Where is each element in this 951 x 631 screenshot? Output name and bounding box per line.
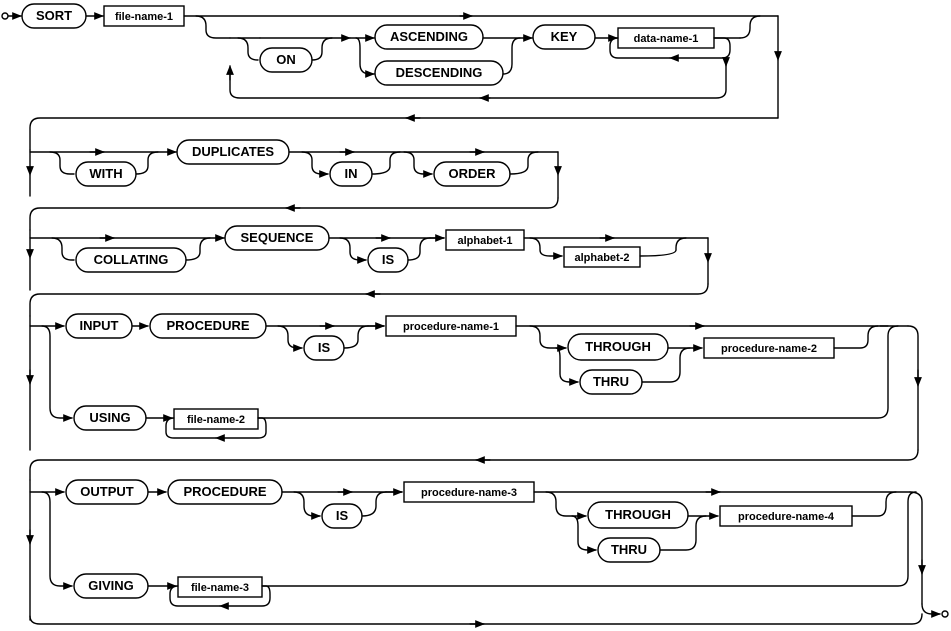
- operand-alphabet-2-label: alphabet-2: [574, 252, 629, 264]
- row-input: INPUT PROCEDURE IS procedure-name-1 THRO…: [26, 313, 922, 481]
- operand-file-name-2-label: file-name-2: [187, 414, 245, 426]
- keyword-output-label: OUTPUT: [80, 484, 134, 499]
- keyword-order-label: ORDER: [449, 166, 497, 181]
- keyword-through-output: [587, 501, 689, 529]
- operand-alphabet-1-label: alphabet-1: [457, 235, 512, 247]
- keyword-using-label: USING: [89, 410, 130, 425]
- keyword-sequence-label: SEQUENCE: [241, 230, 314, 245]
- operand-file-name-3: [177, 576, 263, 598]
- row-duplicates: WITH DUPLICATES IN ORDER: [26, 139, 562, 231]
- operand-file-name-2: [173, 408, 259, 430]
- operand-alphabet-1: [445, 229, 525, 251]
- operand-file-name-3-label: file-name-3: [191, 582, 249, 594]
- operand-file-name-1-label: file-name-1: [115, 11, 173, 23]
- operand-procedure-name-1-label: procedure-name-1: [403, 321, 499, 333]
- keyword-key: [532, 24, 596, 50]
- keyword-sort-label: SORT: [36, 8, 72, 23]
- keyword-through-output-label: THROUGH: [605, 507, 671, 522]
- keyword-on-label: ON: [276, 52, 296, 67]
- operand-alphabet-2: [563, 246, 641, 268]
- keyword-procedure-input-label: PROCEDURE: [166, 318, 249, 333]
- keyword-input-label: INPUT: [80, 318, 119, 333]
- keyword-ascending-label: ASCENDING: [390, 29, 468, 44]
- operand-data-name-1-label: data-name-1: [634, 33, 699, 45]
- keyword-in-label: IN: [345, 166, 358, 181]
- keyword-procedure-output-label: PROCEDURE: [183, 484, 266, 499]
- start-marker: [1, 12, 9, 20]
- keyword-key-label: KEY: [551, 29, 578, 44]
- keyword-collating-label: COLLATING: [94, 252, 169, 267]
- row-output: OUTPUT PROCEDURE IS procedure-name-3 THR…: [26, 479, 949, 628]
- keyword-duplicates-label: DUPLICATES: [192, 144, 274, 159]
- keyword-giving-label: GIVING: [88, 578, 134, 593]
- row-sort-key: SORT file-name-1 ON ASCENDING DESCENDING…: [1, 3, 782, 151]
- end-marker: [941, 610, 949, 618]
- row-collating: COLLATING SEQUENCE IS alphabet-1 alphabe…: [26, 225, 712, 317]
- keyword-is-collating-label: IS: [382, 252, 395, 267]
- operand-procedure-name-2-label: procedure-name-2: [721, 343, 817, 355]
- keyword-ascending: [374, 24, 484, 50]
- keyword-is-input-label: IS: [318, 340, 331, 355]
- keyword-descending-label: DESCENDING: [396, 65, 483, 80]
- keyword-descending: [374, 60, 504, 86]
- keyword-through-input: [567, 333, 669, 361]
- keyword-through-input-label: THROUGH: [585, 339, 651, 354]
- keyword-with-label: WITH: [89, 166, 122, 181]
- keyword-thru-output-label: THRU: [611, 542, 647, 557]
- operand-procedure-name-4-label: procedure-name-4: [738, 511, 835, 523]
- keyword-is-output-label: IS: [336, 508, 349, 523]
- keyword-thru-input-label: THRU: [593, 374, 629, 389]
- operand-procedure-name-3-label: procedure-name-3: [421, 487, 517, 499]
